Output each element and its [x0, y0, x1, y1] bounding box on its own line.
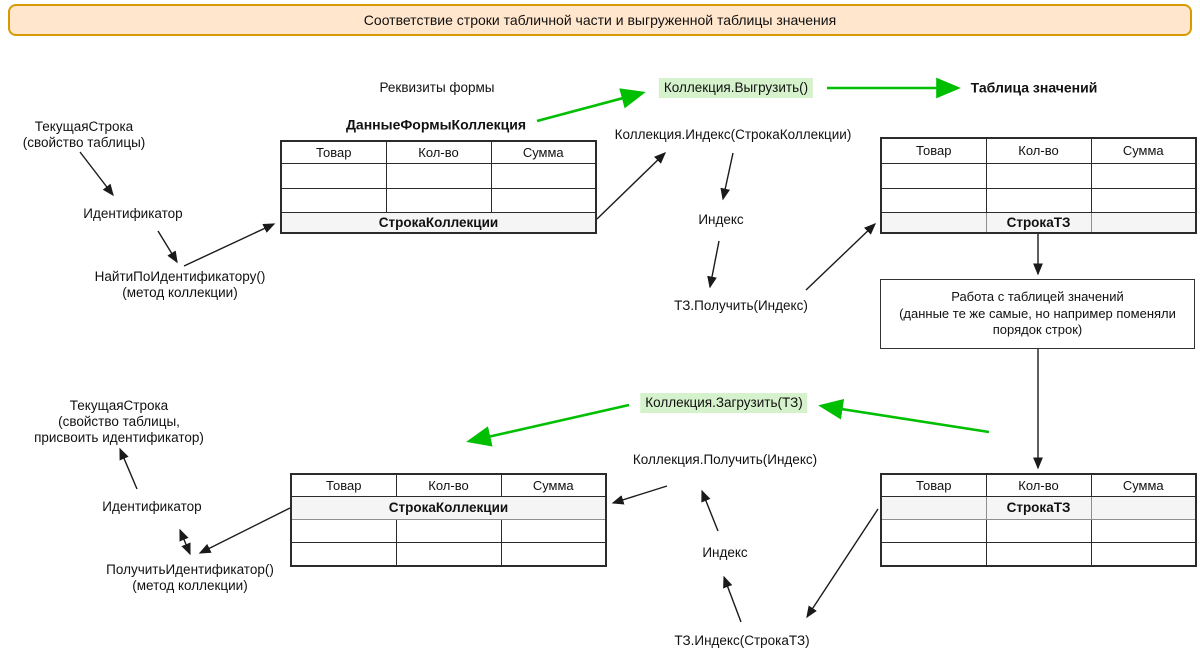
empty-cell: [1090, 495, 1197, 520]
arrow-identifikator-poluchit-id-double: [179, 528, 191, 556]
arrow-identifikator-to-nayti: [157, 230, 178, 264]
column-header-tovar: Товар: [280, 140, 387, 164]
label-kollekcia-vygruzit: Коллекция.Выгрузить(): [658, 78, 814, 98]
form-collection-table-bottom: Товар Кол-во Сумма СтрокаКоллекции: [290, 473, 607, 567]
empty-cell: [395, 541, 502, 567]
arrow-nayti-to-form-table: [183, 223, 276, 267]
empty-cell: [395, 518, 502, 543]
arrow-index-bottom-to-kollekcia-poluchit: [701, 489, 719, 532]
column-header-tovar: Товар: [880, 473, 987, 497]
arrow-index-to-tz-poluchit: [707, 240, 720, 289]
empty-cell: [385, 187, 492, 213]
empty-cell: [880, 495, 987, 520]
arrow-form-table-to-kollekcia-index: [596, 152, 667, 220]
label-identifikator-bottom: Идентификатор: [102, 499, 202, 515]
empty-cell: [385, 162, 492, 189]
empty-cell: [985, 187, 1092, 213]
column-header-tovar: Товар: [290, 473, 397, 497]
column-header-summa: Сумма: [1090, 473, 1197, 497]
label-rekvizity-formy: Реквизиты формы: [379, 80, 495, 96]
label-index-top: Индекс: [698, 212, 744, 228]
empty-cell: [880, 518, 987, 543]
label-tekushaya-bottom: ТекущаяСтрока (свойство таблицы, присвои…: [34, 398, 204, 445]
label-kollekcia-index: Коллекция.Индекс(СтрокаКоллекции): [614, 127, 852, 143]
label-tz-index: ТЗ.Индекс(СтрокаТЗ): [674, 633, 810, 649]
arrow-tekushaya-to-identifikator-top: [79, 151, 114, 197]
label-dannye-formy-kollekcia: ДанныеФормыКоллекция: [345, 116, 527, 133]
stroka-tz-row: СтрокаТЗ: [985, 495, 1092, 520]
empty-cell: [1090, 162, 1197, 189]
empty-cell: [880, 211, 987, 234]
arrow-tz-index-to-index-bottom: [723, 575, 742, 623]
label-kollekcia-zagruzit: Коллекция.Загрузить(ТЗ): [640, 393, 808, 413]
empty-cell: [1090, 518, 1197, 543]
label-tekushaya-top: ТекущаяСтрока (свойство таблицы): [22, 119, 146, 150]
empty-cell: [490, 187, 597, 213]
empty-cell: [880, 541, 987, 567]
label-tz-poluchit: ТЗ.Получить(Индекс): [674, 298, 808, 314]
empty-cell: [500, 518, 607, 543]
arrow-form-table-bottom-to-poluchit-id: [198, 507, 291, 554]
label-tablica-znacheniy: Таблица значений: [970, 79, 1098, 96]
stroka-tz-row: СтрокаТЗ: [985, 211, 1092, 234]
label-poluchit-identifikator: ПолучитьИдентификатор() (метод коллекции…: [106, 562, 274, 593]
empty-cell: [280, 162, 387, 189]
empty-cell: [290, 541, 397, 567]
green-arrow-title-to-vygruzit: [536, 88, 646, 123]
label-index-bottom: Индекс: [702, 545, 748, 561]
empty-cell: [880, 162, 987, 189]
column-header-kolvo: Кол-во: [395, 473, 502, 497]
arrow-identifikator-to-tekushaya-bottom: [119, 447, 138, 490]
stroka-kollekcii-row: СтрокаКоллекции: [290, 495, 607, 520]
empty-cell: [1090, 211, 1197, 234]
empty-cell: [985, 518, 1092, 543]
title-banner: Соответствие строки табличной части и вы…: [8, 4, 1192, 36]
empty-cell: [985, 541, 1092, 567]
green-arrow-zagruzit-to-form-table-bottom: [466, 403, 630, 447]
empty-cell: [500, 541, 607, 567]
arrow-vt-table-bottom-to-tz-index: [806, 508, 879, 619]
diagram-title: Соответствие строки табличной части и вы…: [363, 12, 837, 28]
arrow-kollekcia-poluchit-to-form-table-bottom: [611, 485, 668, 505]
arrow-tz-poluchit-to-vt-table: [805, 223, 877, 291]
empty-cell: [880, 187, 987, 213]
empty-cell: [1090, 541, 1197, 567]
column-header-summa: Сумма: [500, 473, 607, 497]
stroka-kollekcii-row: СтрокаКоллекции: [280, 211, 597, 234]
empty-cell: [985, 162, 1092, 189]
label-identifikator-top: Идентификатор: [83, 206, 183, 222]
column-header-kolvo: Кол-во: [385, 140, 492, 164]
green-arrow-to-zagruzit: [818, 398, 990, 434]
column-header-kolvo: Кол-во: [985, 137, 1092, 164]
rabota-s-tablicey-box: Работа с таблицей значений (данные те же…: [880, 279, 1195, 349]
label-kollekcia-poluchit: Коллекция.Получить(Индекс): [632, 452, 818, 468]
empty-cell: [290, 518, 397, 543]
column-header-summa: Сумма: [490, 140, 597, 164]
arrow-kollekcia-index-to-index: [720, 152, 734, 201]
empty-cell: [280, 187, 387, 213]
column-header-kolvo: Кол-во: [985, 473, 1092, 497]
empty-cell: [1090, 187, 1197, 213]
value-table-bottom: Товар Кол-во Сумма СтрокаТЗ: [880, 473, 1197, 567]
value-table-top: Товар Кол-во Сумма СтрокаТЗ: [880, 137, 1197, 234]
column-header-summa: Сумма: [1090, 137, 1197, 164]
form-collection-table-top: Товар Кол-во Сумма СтрокаКоллекции: [280, 140, 597, 234]
empty-cell: [490, 162, 597, 189]
column-header-tovar: Товар: [880, 137, 987, 164]
label-nayti-po-identifikatoru: НайтиПоИдентификатору() (метод коллекции…: [94, 269, 266, 300]
